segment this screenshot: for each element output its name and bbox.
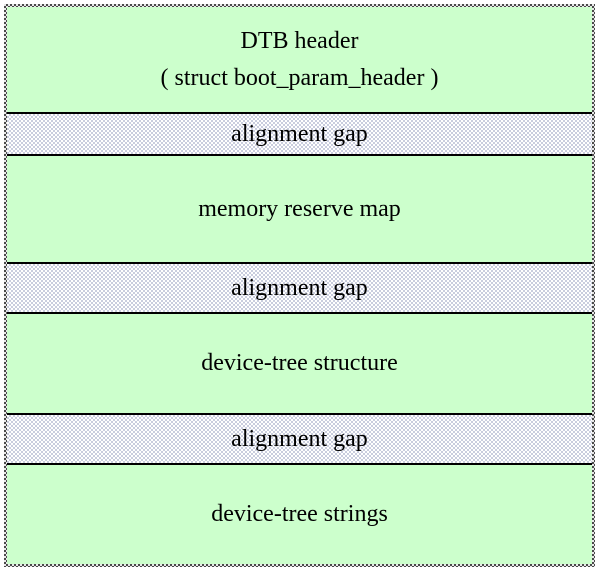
dtb-header-title: DTB header: [240, 27, 359, 54]
alignment-gap-1-label: alignment gap: [231, 120, 368, 147]
alignment-gap-3-label: alignment gap: [231, 425, 368, 452]
memory-reserve-map-label: memory reserve map: [198, 195, 401, 222]
block-alignment-gap-2: alignment gap: [7, 262, 592, 314]
block-device-tree-structure: device-tree structure: [7, 314, 592, 413]
device-tree-strings-label: device-tree strings: [211, 501, 388, 527]
alignment-gap-2-label: alignment gap: [231, 274, 368, 301]
block-dtb-header: DTB header ( struct boot_param_header ): [7, 7, 592, 112]
dtb-header-subtitle: ( struct boot_param_header ): [160, 64, 439, 91]
dtb-memory-layout-diagram: DTB header ( struct boot_param_header ) …: [7, 7, 592, 564]
block-memory-reserve-map: memory reserve map: [7, 156, 592, 262]
diagram-outer-border: DTB header ( struct boot_param_header ) …: [4, 4, 595, 567]
block-alignment-gap-1: alignment gap: [7, 112, 592, 156]
device-tree-structure-label: device-tree structure: [201, 350, 398, 376]
block-device-tree-strings: device-tree strings: [7, 465, 592, 564]
block-alignment-gap-3: alignment gap: [7, 413, 592, 465]
